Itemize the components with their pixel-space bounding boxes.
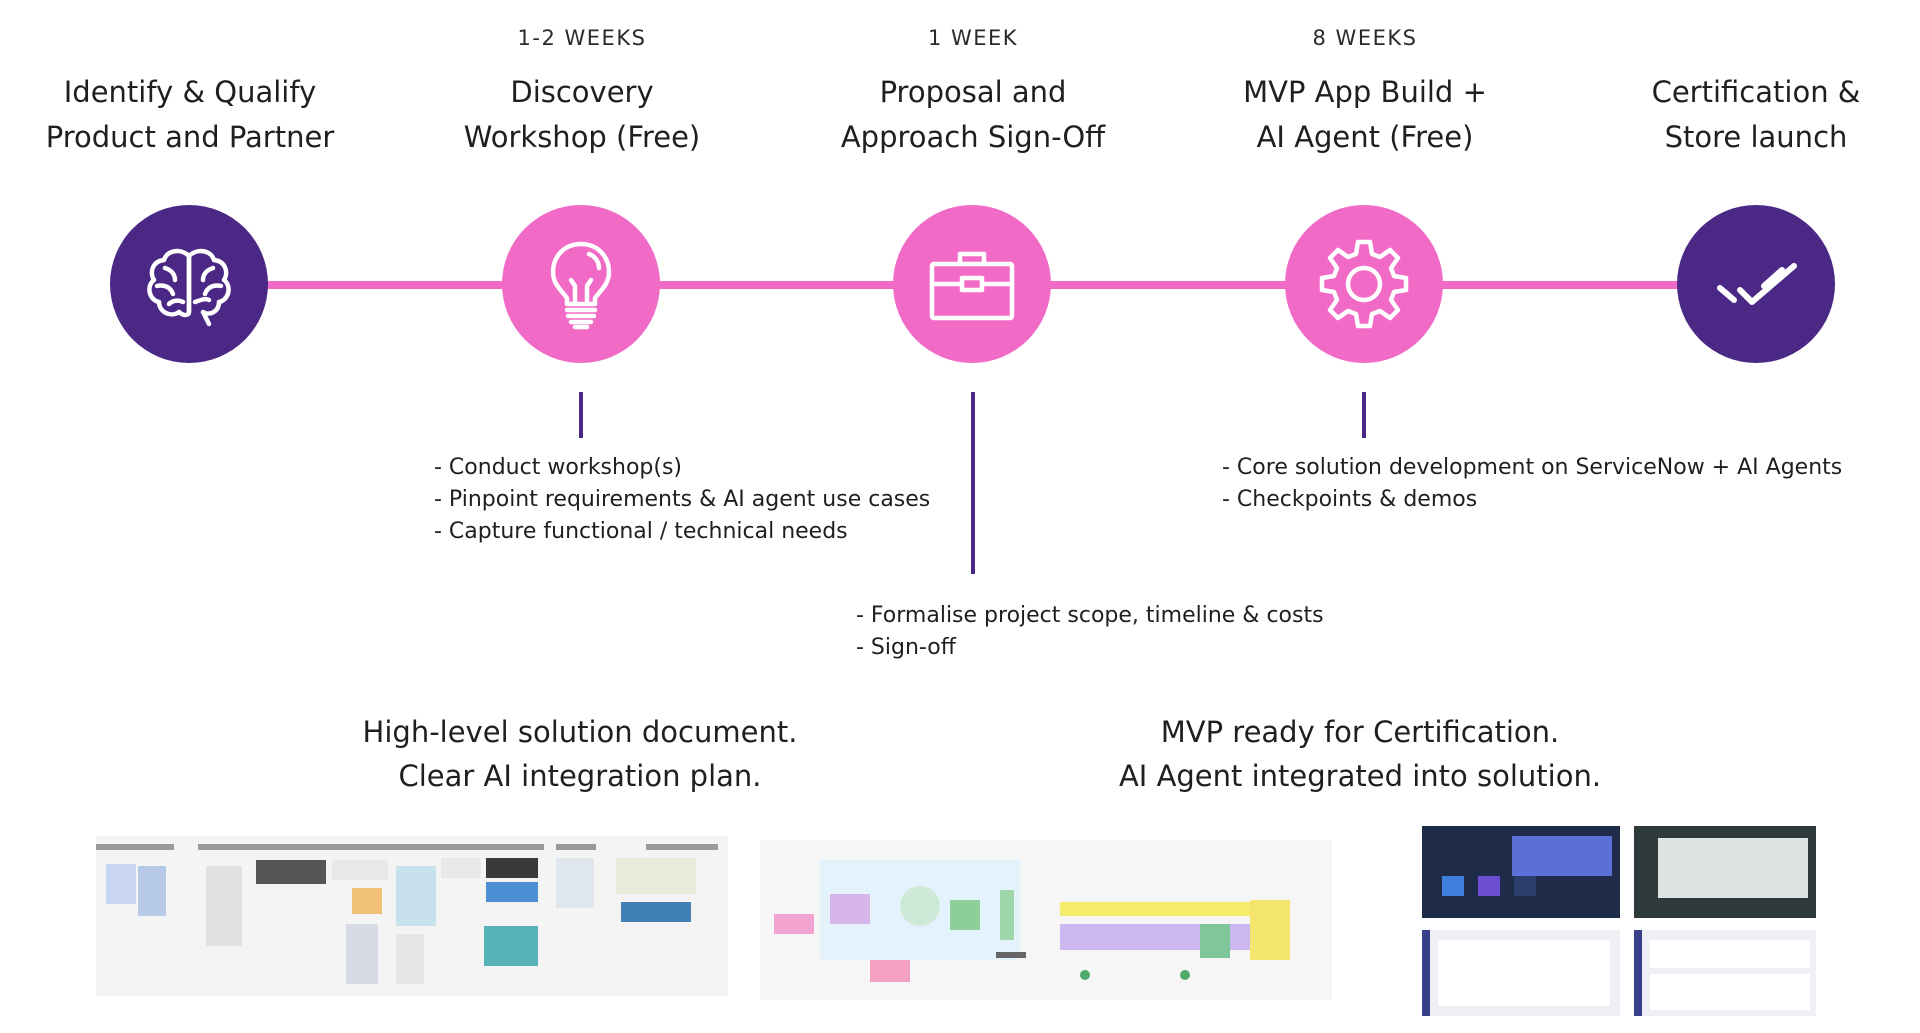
- proposal-details: - Formalise project scope, timeline & co…: [856, 600, 1324, 664]
- list-item: - Sign-off: [856, 635, 956, 660]
- build-details: - Core solution development on ServiceNo…: [1222, 452, 1842, 516]
- list-item: - Formalise project scope, timeline & co…: [856, 603, 1324, 628]
- outcome-line: AI Agent integrated into solution.: [1118, 759, 1602, 793]
- build-detail-line: [1362, 392, 1366, 438]
- phase-circle-identify: [110, 205, 268, 363]
- phase-duration-discovery: 1-2 WEEKS: [517, 26, 647, 50]
- phase-circle-build: [1285, 205, 1443, 363]
- list-item: - Checkpoints & demos: [1222, 487, 1478, 512]
- outcome-line: Clear AI integration plan.: [398, 759, 762, 793]
- phase-title-certification: Certification & Store launch: [1651, 75, 1861, 154]
- solution-document-board-thumbnail: [96, 836, 728, 996]
- gear-icon: [1319, 239, 1409, 329]
- outcome-line: MVP ready for Certification.: [1160, 715, 1560, 749]
- list-item: - Capture functional / technical needs: [434, 519, 848, 544]
- phase-title-discovery: Discovery Workshop (Free): [463, 75, 701, 154]
- list-item: - Core solution development on ServiceNo…: [1222, 455, 1843, 480]
- list-item: - Conduct workshop(s): [434, 455, 683, 480]
- proposal-detail-line: [971, 392, 975, 574]
- double-check-icon: [1717, 263, 1797, 305]
- brain-icon: [147, 248, 231, 327]
- build-outcome: MVP ready for Certification. AI Agent in…: [1100, 710, 1620, 798]
- phase-circle-proposal: [893, 205, 1051, 363]
- briefcase-icon: [929, 251, 1015, 321]
- discovery-details: - Conduct workshop(s) - Pinpoint require…: [434, 452, 930, 548]
- discovery-detail-line: [579, 392, 583, 438]
- list-item: - Pinpoint requirements & AI agent use c…: [434, 487, 931, 512]
- mvp-app-screens-thumbnail: [1422, 826, 1824, 1016]
- discovery-outcome: High-level solution document. Clear AI i…: [330, 710, 830, 798]
- phase-title-proposal: Proposal and Approach Sign-Off: [840, 75, 1106, 154]
- phase-title-identify: Identify & Qualify Product and Partner: [45, 75, 335, 154]
- phase-duration-build: 8 WEEKS: [1312, 26, 1418, 50]
- phase-circle-certification: [1677, 205, 1835, 363]
- phase-duration-proposal: 1 WEEK: [927, 26, 1019, 50]
- lightbulb-icon: [550, 241, 612, 330]
- outcome-line: High-level solution document.: [362, 715, 798, 749]
- workshop-whiteboard-thumbnail: [760, 840, 1332, 1000]
- phase-circle-discovery: [502, 205, 660, 363]
- phase-title-build: MVP App Build + AI Agent (Free): [1243, 75, 1487, 154]
